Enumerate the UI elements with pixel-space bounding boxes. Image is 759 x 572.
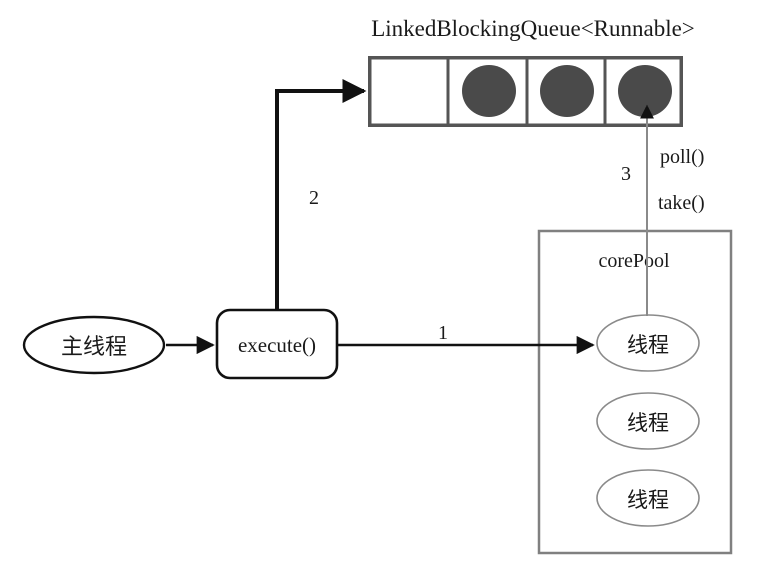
core-pool-container: corePool 线程 线程 线程 bbox=[537, 229, 733, 555]
core-pool-thread-1[interactable]: 线程 bbox=[596, 392, 700, 450]
core-pool-thread-2[interactable]: 线程 bbox=[596, 469, 700, 527]
thread-label: 线程 bbox=[627, 411, 669, 435]
execute-box-label: execute() bbox=[238, 333, 316, 357]
execute-box[interactable]: execute() bbox=[215, 308, 339, 380]
take-annotation: take() bbox=[658, 192, 705, 214]
flow-3-number: 3 bbox=[621, 163, 631, 185]
queue-cell-0-box bbox=[368, 56, 450, 127]
main-thread-label: 主线程 bbox=[61, 335, 127, 360]
thread-ellipse bbox=[596, 469, 700, 527]
task-circle-icon bbox=[540, 65, 594, 117]
thread-label: 线程 bbox=[627, 333, 669, 357]
core-pool-thread-0[interactable]: 线程 bbox=[596, 314, 700, 372]
thread-ellipse bbox=[596, 392, 700, 450]
task-circle-icon bbox=[618, 65, 672, 117]
main-thread-node[interactable]: 主线程 bbox=[22, 315, 166, 375]
arrow-flow-2 bbox=[275, 79, 367, 310]
main-thread-ellipse bbox=[22, 315, 166, 375]
queue-cell-1[interactable] bbox=[446, 56, 529, 127]
flow-1-number: 1 bbox=[438, 322, 448, 344]
queue-cell-2[interactable] bbox=[525, 56, 607, 127]
poll-annotation: poll() bbox=[660, 146, 704, 168]
linked-blocking-queue bbox=[368, 56, 683, 127]
thread-label: 线程 bbox=[627, 488, 669, 512]
queue-title: LinkedBlockingQueue<Runnable> bbox=[371, 16, 695, 41]
core-pool-label: corePool bbox=[598, 250, 670, 272]
task-circle-icon bbox=[462, 65, 516, 117]
queue-cell-3[interactable] bbox=[603, 56, 683, 127]
queue-cell-0[interactable] bbox=[368, 56, 450, 127]
flow-2-number: 2 bbox=[309, 187, 319, 209]
